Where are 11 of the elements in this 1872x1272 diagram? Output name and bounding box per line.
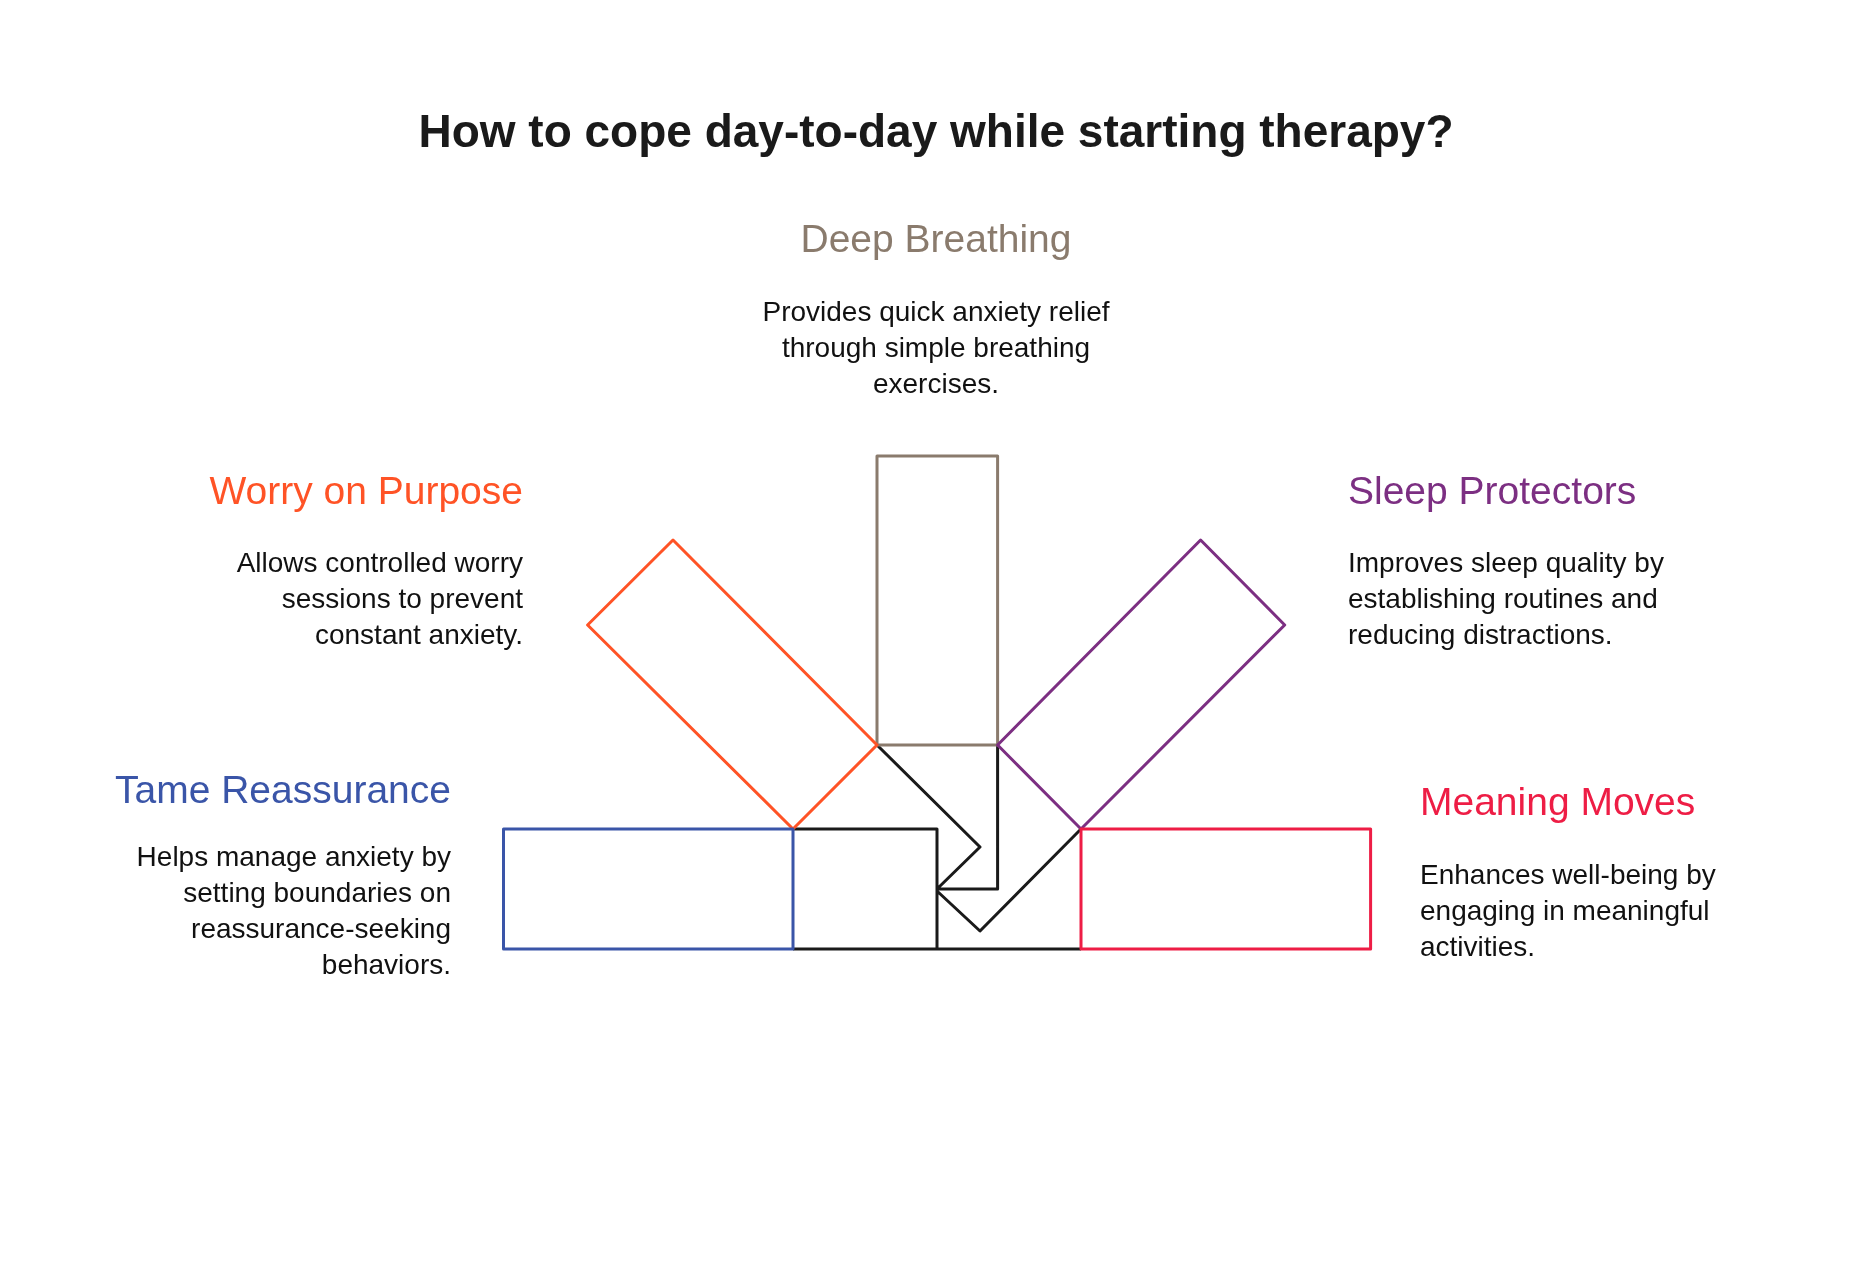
description: Improves sleep quality by establishing routines and reducing distractions. — [1348, 546, 1665, 652]
description: Provides quick anxiety relief through simple breathing exercises. — [761, 295, 1111, 401]
heading: Tame Reassurance — [114, 768, 451, 812]
heading: Meaning Moves — [1420, 780, 1697, 824]
description: Allows controlled worry sessions to prevent constant anxiety. — [235, 546, 523, 652]
description: Enhances well-being by engaging in meaningful activities. — [1420, 858, 1717, 964]
heading: Sleep Protectors — [1348, 469, 1638, 513]
heading: Deep Breathing — [799, 217, 1073, 261]
description: Helps manage anxiety by setting boundaries on reassurance-seeking behaviors. — [135, 840, 451, 982]
title: How to cope day-to-day while starting therapy? — [417, 104, 1455, 159]
heading: Worry on Purpose — [208, 469, 523, 513]
